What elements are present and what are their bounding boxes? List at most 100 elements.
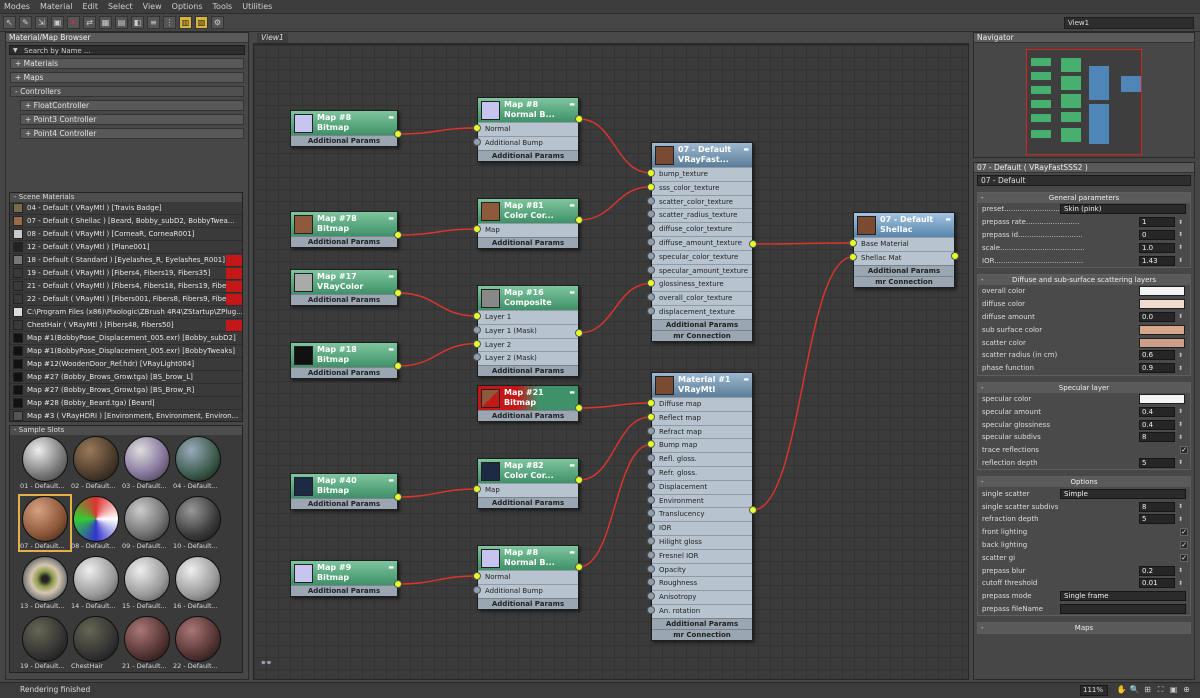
list-item[interactable]: Map #1(BobbyPose_Displacement_005.exr) [… (10, 345, 242, 358)
list-item[interactable]: 08 - Default ( VRayMtl ) [CorneaR, Corne… (10, 228, 242, 241)
spinner-icon[interactable]: ⬍ (1178, 313, 1184, 321)
layout-icon[interactable]: ≡ (147, 16, 160, 29)
property-value-field[interactable]: 5 (1139, 514, 1175, 525)
output-socket[interactable] (394, 130, 402, 138)
rollout-materials[interactable]: + Materials (10, 58, 244, 69)
input-socket[interactable] (647, 307, 655, 315)
output-socket[interactable] (951, 252, 959, 260)
minimize-icon[interactable]: ▬ (388, 215, 394, 222)
select-by-material-icon[interactable]: ⚙ (211, 16, 224, 29)
color-swatch[interactable] (1139, 299, 1185, 310)
color-swatch[interactable] (1139, 337, 1185, 348)
checkbox[interactable]: ✓ (1180, 540, 1188, 549)
additional-params-rollout[interactable]: Additional Params (291, 585, 397, 596)
list-item[interactable]: 04 - Default ( VRayMtl ) [Travis Badge] (10, 202, 242, 215)
list-item[interactable]: ChestHair ( VRayMtl ) [Fibers48, Fibers5… (10, 319, 242, 332)
sample-slot[interactable]: 01 - Default... (20, 436, 70, 490)
input-socket[interactable] (473, 485, 481, 493)
node-input-slot[interactable]: Displacement (652, 479, 752, 494)
spinner-icon[interactable]: ⬍ (1178, 257, 1184, 265)
diffuse-sss-header[interactable]: -Diffuse and sub-surface scattering laye… (978, 274, 1190, 285)
input-socket[interactable] (647, 523, 655, 532)
input-socket[interactable] (849, 239, 857, 247)
additional-params-rollout[interactable]: Additional Params (478, 149, 578, 161)
zoom-region-icon[interactable]: ⊞ (1144, 685, 1151, 694)
node-input-slot[interactable]: bump_texture (652, 167, 752, 181)
minimize-icon[interactable]: ▬ (388, 346, 394, 353)
node-input-slot[interactable]: Reflect map (652, 410, 752, 425)
input-socket[interactable] (473, 325, 481, 334)
delete-icon[interactable]: ✕ (67, 16, 80, 29)
input-socket[interactable] (647, 550, 655, 559)
node-input-slot[interactable]: Layer 2 (Mask) (478, 351, 578, 365)
node-input-slot[interactable]: Diffuse map (652, 397, 752, 411)
node-input-slot[interactable]: diffuse_color_texture (652, 222, 752, 236)
additional-params-rollout[interactable]: Additional Params (291, 236, 397, 247)
property-value-field[interactable]: 0.9 (1139, 363, 1175, 374)
minimize-icon[interactable]: ▬ (388, 273, 394, 280)
node-input-slot[interactable]: Translucency (652, 507, 752, 521)
spinner-icon[interactable]: ⬍ (1178, 503, 1184, 511)
sample-slots-header[interactable]: - Sample Slots (10, 426, 242, 435)
minimize-icon[interactable]: ▬ (569, 202, 575, 209)
parameter-editor-icon[interactable]: ▧ (195, 16, 208, 29)
material-name-field[interactable]: 07 - Default (977, 175, 1191, 186)
input-socket[interactable] (647, 454, 655, 463)
node-input-slot[interactable]: Additional Bump (478, 135, 578, 150)
output-socket[interactable] (394, 362, 402, 370)
input-socket[interactable] (647, 279, 655, 288)
sample-slot[interactable]: 22 - Default... (173, 616, 223, 670)
spinner-icon[interactable]: ⬍ (1178, 515, 1184, 523)
node-input-slot[interactable]: diffuse_amount_texture (652, 235, 752, 250)
pan-icon[interactable]: ✋ (1116, 685, 1127, 694)
tab-view1[interactable]: View1 (257, 33, 288, 43)
node-input-slot[interactable]: Refr. gloss. (652, 465, 752, 480)
checkbox[interactable]: ✓ (1180, 553, 1188, 562)
node-input-slot[interactable]: Refl. gloss. (652, 452, 752, 466)
spinner-icon[interactable]: ⬍ (1178, 408, 1184, 416)
scene-materials-header[interactable]: - Scene Materials (10, 193, 242, 202)
sample-slot[interactable]: 15 - Default... (122, 556, 172, 610)
menu-material[interactable]: Material (39, 2, 73, 11)
layout-children-icon[interactable]: ⋮ (163, 16, 176, 29)
input-socket[interactable] (849, 252, 857, 261)
sample-slot[interactable]: 14 - Default... (71, 556, 121, 610)
menu-tools[interactable]: Tools (212, 2, 233, 11)
view-dropdown[interactable]: View1 (1064, 17, 1194, 29)
menu-view[interactable]: View (142, 2, 162, 11)
list-item[interactable]: 22 - Default ( VRayMtl ) [Fibers001, Fib… (10, 293, 242, 306)
additional-params-rollout[interactable]: Additional Params (478, 365, 578, 377)
input-socket[interactable] (647, 578, 655, 587)
input-socket[interactable] (647, 426, 655, 435)
list-item[interactable]: C:\Program Files (x86)\Pixologic\ZBrush … (10, 306, 242, 319)
sample-slot[interactable]: 08 - Default... (71, 496, 121, 550)
minimize-icon[interactable]: ▬ (569, 389, 575, 396)
node-input-slot[interactable]: Fresnel IOR (652, 548, 752, 563)
navigator-viewport[interactable] (1026, 49, 1142, 155)
input-socket[interactable] (473, 585, 481, 594)
minimize-icon[interactable]: ▬ (743, 376, 749, 383)
node-input-slot[interactable]: Opacity (652, 562, 752, 577)
node-input-slot[interactable]: overall_color_texture (652, 291, 752, 305)
spinner-icon[interactable]: ⬍ (1178, 433, 1184, 441)
show-background-icon[interactable]: ◧ (131, 16, 144, 29)
list-item[interactable]: Map #27 (Bobby_Brows_Grow.tga) [BS_brow_… (10, 371, 242, 384)
output-socket[interactable] (749, 506, 757, 514)
property-value-field[interactable]: 5 (1139, 457, 1175, 468)
